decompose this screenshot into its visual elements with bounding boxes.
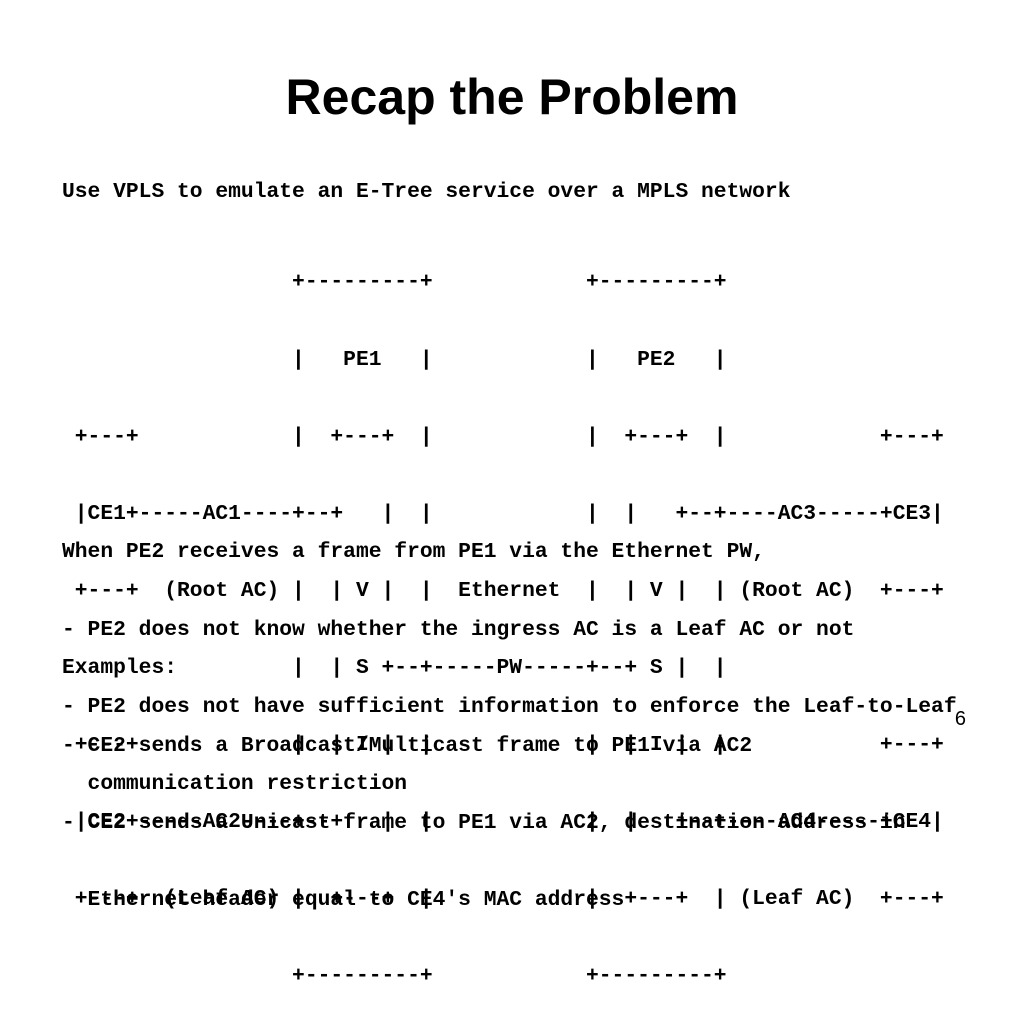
slide-title: Recap the Problem xyxy=(285,69,739,125)
intro-text: Use VPLS to emulate an E-Tree service ov… xyxy=(62,180,791,204)
diagram-line: +---+ | | I | | | | I | | +---+ xyxy=(62,732,944,757)
examples-block: Examples: - CE2 sends a Broadcast/Multic… xyxy=(62,605,906,939)
diagram-line: +---+ (Root AC) | | V | | Ethernet | | V… xyxy=(62,578,944,603)
diagram-line: +---+ | +---+ | | +---+ | +---+ xyxy=(62,424,944,449)
diagram-line: | PE1 | | PE2 | xyxy=(62,347,727,372)
examples-line: Examples: xyxy=(62,656,178,681)
explanation-line: - PE2 does not know whether the ingress … xyxy=(62,617,855,642)
explanation-line: When PE2 receives a frame from PE1 via t… xyxy=(62,540,765,565)
explanation-line: - PE2 does not have sufficient informati… xyxy=(62,694,957,719)
examples-line: Ethernet header equal to CE4's MAC addre… xyxy=(62,887,625,912)
diagram-line: +---------+ +---------+ xyxy=(62,270,727,295)
examples-line: - CE2 sends a Unicast frame to PE1 via A… xyxy=(62,810,906,835)
diagram-line: |CE1+-----AC1----+--+ | | | | +--+----AC… xyxy=(62,501,944,526)
diagram-line: +---------+ +---------+ xyxy=(62,964,727,989)
diagram-line: | | S +--+-----PW-----+--+ S | | xyxy=(62,655,727,680)
page-number: 6 xyxy=(954,708,966,730)
examples-line: - CE2 sends a Broadcast/Multicast frame … xyxy=(62,733,753,758)
